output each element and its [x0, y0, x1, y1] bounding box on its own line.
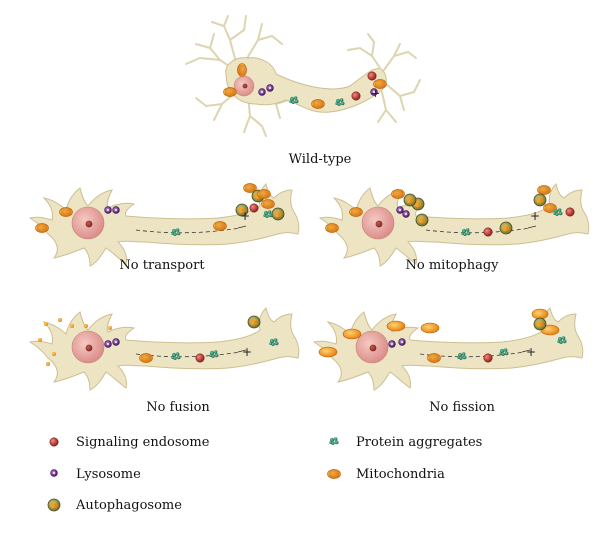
axon-terminal-icon — [347, 33, 421, 123]
legend-item-autophagosome: Autophagosome — [47, 498, 182, 513]
legend-item-lysosome: Lysosome — [50, 467, 141, 482]
caption-no-transport: No transport — [119, 258, 205, 273]
plus-end-sign: + — [526, 345, 536, 359]
legend: Signaling endosome Lysosome Autophagosom… — [47, 435, 482, 513]
caption-no-fusion: No fusion — [146, 400, 210, 415]
plus-end-sign: + — [242, 345, 252, 359]
legend-label-lysosome: Lysosome — [76, 467, 141, 482]
lysosome-icon — [50, 469, 58, 477]
mitochondria-icon — [327, 469, 341, 479]
elongated-mitochondria — [318, 308, 560, 358]
fragmented-mitochondria — [38, 318, 112, 366]
legend-label-signaling-endosome: Signaling endosome — [76, 435, 210, 450]
plus-end-sign: + — [530, 209, 540, 223]
legend-label-autophagosome: Autophagosome — [75, 498, 182, 513]
signaling-endosome-icon — [49, 437, 59, 447]
autophagosome-icon — [47, 498, 61, 512]
protein-aggregates-icon — [329, 437, 339, 445]
legend-label-protein-aggregates: Protein aggregates — [356, 435, 482, 450]
plus-end-sign: + — [240, 209, 250, 223]
caption-no-mitophagy: No mitophagy — [406, 258, 500, 273]
legend-item-protein-aggregates: Protein aggregates — [329, 435, 482, 450]
plus-end-sign: + — [371, 87, 380, 100]
no-transport-neuron: + — [29, 183, 300, 267]
no-mitophagy-neuron: + — [319, 183, 590, 267]
no-fusion-neuron: + — [29, 307, 300, 391]
legend-item-signaling-endosome: Signaling endosome — [49, 435, 210, 450]
wild-type-neuron: + — [185, 15, 421, 137]
legend-item-mitochondria: Mitochondria — [327, 467, 445, 482]
no-fission-neuron: + — [313, 307, 584, 391]
caption-no-fission: No fission — [429, 400, 495, 415]
legend-label-mitochondria: Mitochondria — [356, 467, 445, 482]
caption-wild-type: Wild-type — [289, 152, 352, 167]
